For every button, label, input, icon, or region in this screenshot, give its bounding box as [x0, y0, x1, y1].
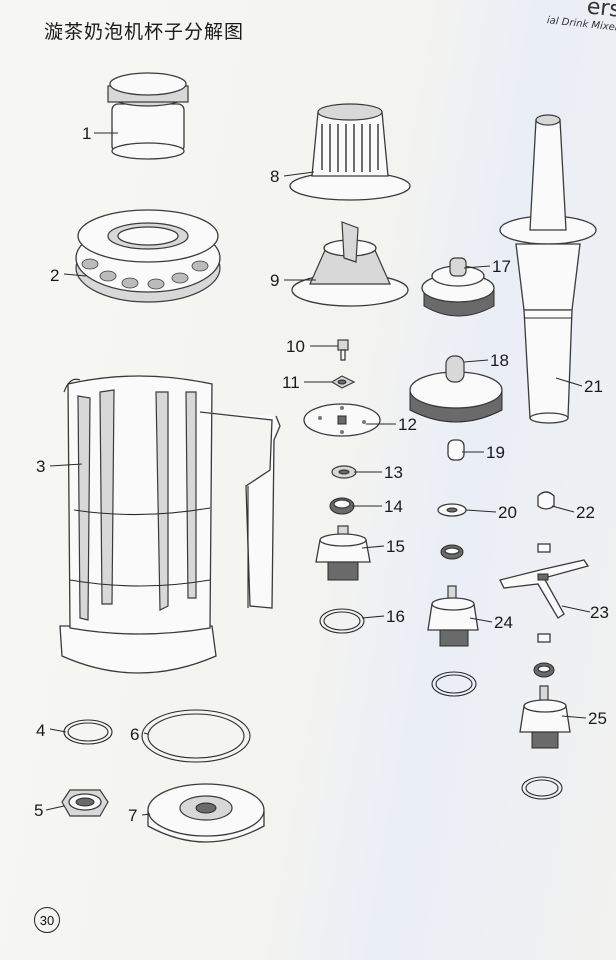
callout-3: 3 [36, 457, 45, 476]
callout-5: 5 [34, 801, 43, 820]
callout-6: 6 [130, 725, 139, 744]
part-22-cap-nut [537, 491, 555, 510]
callout-11: 11 [282, 373, 300, 392]
callout-23: 23 [590, 603, 609, 622]
part-12-blade-disc [303, 403, 381, 437]
callout-2: 2 [50, 266, 59, 285]
callout-25: 25 [588, 709, 607, 728]
callout-16: 16 [386, 607, 405, 626]
part-18-gear-disc [409, 355, 503, 423]
callout-8: 8 [270, 167, 279, 186]
part-2-lid [75, 209, 221, 303]
part-23-cross-blade [499, 559, 590, 619]
page-number: 30 [34, 907, 60, 933]
part-13-washer [331, 465, 357, 479]
part-24-coupling [427, 585, 479, 647]
callout-17: 17 [492, 257, 511, 276]
callout-15: 15 [386, 537, 405, 556]
callout-22: 22 [576, 503, 595, 522]
callout-10: 10 [286, 337, 305, 356]
callout-1: 1 [82, 124, 91, 143]
callout-14: 14 [384, 497, 403, 516]
part-7-base-disc [147, 783, 265, 843]
part-1-cap [107, 72, 189, 160]
page-title: 漩茶奶泡机杯子分解图 [44, 21, 245, 43]
callout-18: 18 [490, 351, 509, 370]
part-10-screw [337, 339, 349, 361]
callout-20: 20 [498, 503, 517, 522]
callout-7: 7 [128, 806, 137, 825]
part-19-plug [447, 439, 465, 461]
part-24-ring [431, 671, 477, 697]
part-25-coupling [519, 685, 571, 749]
callout-12: 12 [398, 415, 417, 434]
part-16-ring [319, 608, 365, 634]
callout-19: 19 [486, 443, 505, 462]
callout-21: 21 [584, 377, 603, 396]
part-20-washer [437, 503, 467, 517]
part-15-coupling [315, 525, 371, 581]
part-25-ring [521, 776, 563, 800]
leader-lines [45, 132, 591, 816]
part-14-washer [329, 497, 355, 515]
callout-13: 13 [384, 463, 403, 482]
part-21-tube [499, 114, 597, 424]
callout-24: 24 [494, 613, 513, 632]
part-6-gasket [141, 709, 251, 763]
part-4-ring [63, 719, 113, 745]
part-17-mesh-cap [421, 257, 495, 317]
part-9-cone-disc [291, 221, 409, 307]
part-11-washer [330, 375, 356, 389]
part-3-jar [59, 375, 281, 674]
part-small-washers [440, 543, 555, 678]
callout-4: 4 [36, 721, 45, 740]
part-5-nut [61, 789, 109, 817]
part-8-strainer [289, 103, 411, 201]
callout-9: 9 [270, 271, 279, 290]
